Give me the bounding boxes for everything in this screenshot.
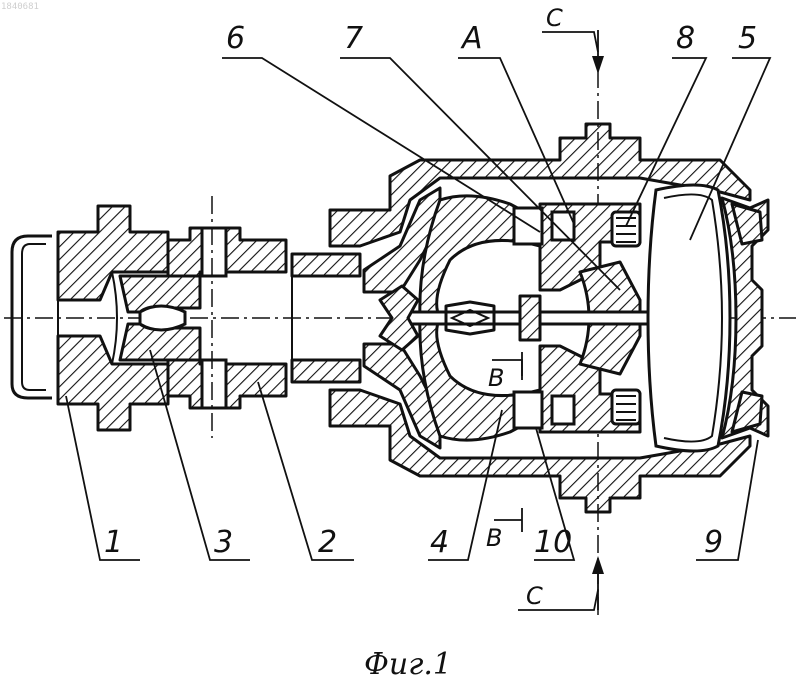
watermark-text: 1840681 xyxy=(1,2,39,12)
label-a: A xyxy=(460,21,483,56)
label-3: 3 xyxy=(214,525,233,560)
section-marker-b-top: B xyxy=(488,352,522,392)
label-5: 5 xyxy=(738,21,757,56)
label-2: 2 xyxy=(318,525,337,560)
label-b-bottom: B xyxy=(486,524,502,552)
figure-caption: Фиг.1 xyxy=(364,647,452,682)
section-marker-c-top: C xyxy=(542,4,604,74)
label-7: 7 xyxy=(344,21,363,56)
section-marker-b-bottom: B xyxy=(486,508,522,552)
label-10: 10 xyxy=(534,525,572,560)
label-9: 9 xyxy=(704,525,723,560)
label-1: 1 xyxy=(104,525,123,560)
label-6: 6 xyxy=(226,21,245,56)
label-4: 4 xyxy=(430,525,449,560)
end-cap xyxy=(12,236,52,398)
label-c-bottom: C xyxy=(526,582,543,610)
label-b-top: B xyxy=(488,364,504,392)
label-8: 8 xyxy=(676,21,695,56)
section-marker-c-bottom: C xyxy=(518,556,604,610)
label-c-top: C xyxy=(546,4,563,32)
part-5-membrane xyxy=(648,185,730,451)
